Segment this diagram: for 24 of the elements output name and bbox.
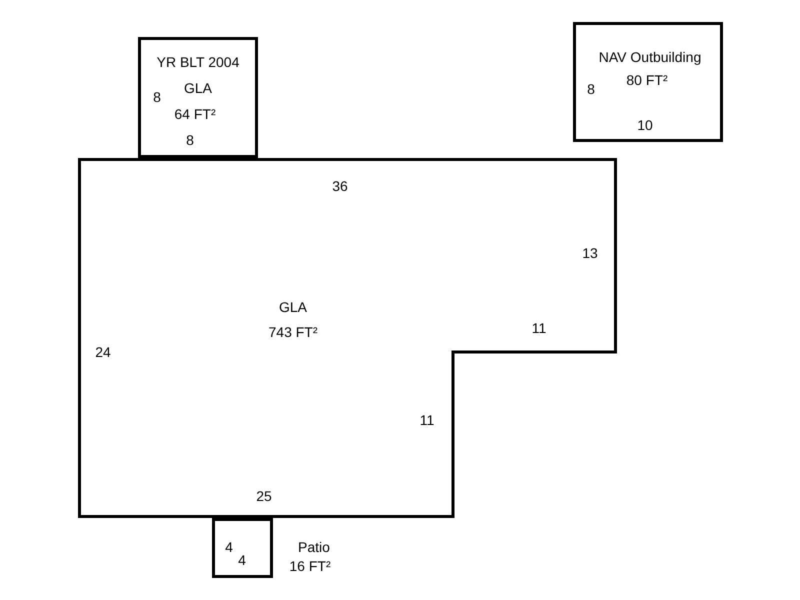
- dimension-label: 4: [238, 552, 246, 568]
- room-label: YR BLT 2004: [156, 54, 240, 70]
- room-outline: [573, 22, 723, 142]
- dimension-label: 11: [532, 320, 546, 336]
- room-label: GLA: [279, 299, 307, 315]
- floor-plan-outline: [78, 158, 617, 518]
- dimension-label: 8: [153, 89, 161, 105]
- dimension-label: 11: [420, 412, 434, 428]
- dimension-label: 24: [95, 344, 111, 360]
- area-label: GLA: [184, 80, 212, 96]
- room-label: NAV Outbuilding: [598, 49, 702, 65]
- dimension-label: 4: [225, 539, 233, 555]
- area-label: 80 FT²: [626, 72, 668, 88]
- area-label: 64 FT²: [174, 106, 216, 122]
- area-label: 743 FT²: [268, 324, 318, 340]
- dimension-label: 36: [332, 178, 348, 194]
- room-outline: [138, 37, 258, 158]
- dimension-label: 25: [256, 488, 272, 504]
- dimension-label: 8: [186, 132, 194, 148]
- room-label: Patio: [298, 539, 330, 555]
- dimension-label: 13: [582, 245, 598, 261]
- dimension-label: 8: [587, 81, 595, 97]
- area-label: 16 FT²: [289, 558, 331, 574]
- dimension-label: 10: [637, 117, 653, 133]
